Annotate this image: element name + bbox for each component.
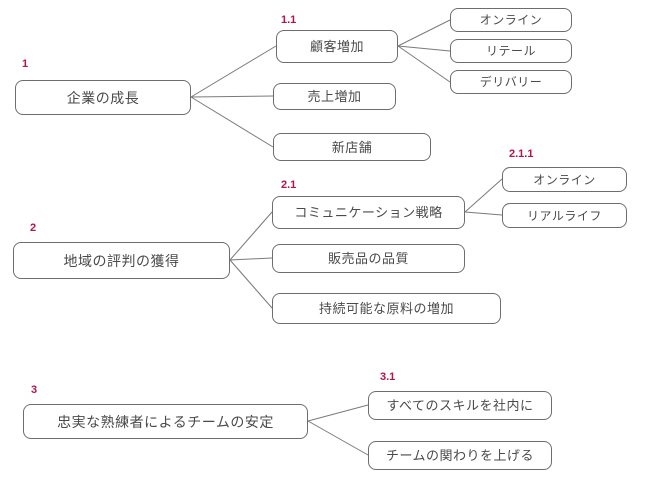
node-n1-3[interactable]: 新店舗	[273, 133, 431, 161]
node-label: 企業の成長	[66, 89, 140, 106]
tag-label-3: 3	[31, 384, 38, 396]
node-label: リアルライフ	[527, 208, 602, 223]
connector-line	[397, 45, 451, 83]
node-n2-2[interactable]: 販売品の品質	[272, 244, 465, 273]
connector-line	[229, 259, 273, 309]
node-n2-1-2[interactable]: リアルライフ	[502, 203, 627, 228]
node-label: 売上増加	[307, 89, 362, 104]
node-label: コミュニケーション戦略	[294, 205, 443, 220]
connector-line	[190, 96, 274, 148]
connector-line	[464, 178, 503, 213]
node-label: 顧客増加	[309, 39, 364, 54]
node-n1-2[interactable]: 売上増加	[273, 83, 396, 110]
node-label: リテール	[485, 44, 536, 58]
node-label: 持続可能な原料の増加	[318, 301, 454, 316]
node-n1[interactable]: 企業の成長	[15, 80, 191, 115]
connector-line	[307, 404, 369, 422]
node-n3-1[interactable]: すべてのスキルを社内に	[368, 391, 552, 420]
tag-label-2: 2	[30, 222, 37, 234]
node-label: 新店舗	[331, 139, 373, 155]
node-label: 販売品の品質	[327, 251, 409, 266]
node-n2[interactable]: 地域の評判の獲得	[13, 242, 230, 279]
node-n3-2[interactable]: チームの関わりを上げる	[368, 441, 552, 470]
node-label: すべてのスキルを社内に	[386, 398, 534, 413]
tag-label-1-1: 1.1	[281, 14, 297, 26]
node-label: チームの関わりを上げる	[385, 448, 535, 463]
connector-line	[397, 45, 451, 52]
tag-label-1: 1	[22, 58, 29, 70]
node-n2-1[interactable]: コミュニケーション戦略	[272, 196, 465, 229]
node-n2-3[interactable]: 持続可能な原料の増加	[272, 293, 501, 324]
connector-line	[464, 211, 503, 216]
tag-label-2-1-1: 2.1.1	[509, 148, 534, 160]
tag-label-2-1: 2.1	[281, 179, 297, 191]
node-n1-1-1[interactable]: オンライン	[450, 8, 572, 32]
connector-line	[397, 19, 451, 47]
node-label: 地域の評判の獲得	[63, 252, 180, 269]
connector-line	[307, 420, 369, 456]
connector-line	[229, 257, 273, 261]
tag-label-3-1: 3.1	[380, 371, 396, 383]
connector-line	[229, 211, 273, 261]
node-label: 忠実な熟練者によるチームの安定	[57, 413, 274, 430]
connector-line	[190, 95, 274, 98]
node-n1-1-3[interactable]: デリバリー	[450, 70, 572, 94]
connector-line	[190, 45, 277, 98]
node-n1-1-2[interactable]: リテール	[450, 39, 572, 63]
node-n2-1-1[interactable]: オンライン	[502, 167, 627, 192]
node-n1-1[interactable]: 顧客増加	[276, 30, 398, 63]
node-n3[interactable]: 忠実な熟練者によるチームの安定	[23, 404, 308, 439]
node-label: デリバリー	[479, 75, 543, 89]
node-label: オンライン	[533, 172, 596, 187]
node-label: オンライン	[479, 13, 543, 27]
